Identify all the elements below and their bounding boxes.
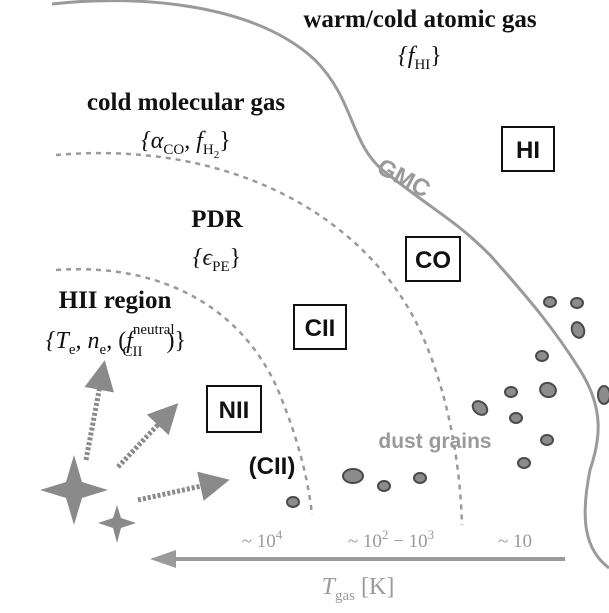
dust-grains-label: dust grains <box>378 430 491 453</box>
tick-label-1e4: ~ 104 <box>242 527 283 552</box>
dust-grain <box>543 296 557 308</box>
dust-grain <box>413 472 427 484</box>
dust-grain <box>377 480 391 492</box>
svg-text:HI: HI <box>516 137 540 164</box>
radiation-arrow <box>137 471 230 503</box>
atomic-gas-params: {fHI} <box>398 43 442 73</box>
pdr-title: PDR <box>191 206 243 233</box>
dust-grain <box>539 381 557 399</box>
species-box-nii: NII <box>206 385 262 433</box>
tick-label-10: ~ 10 <box>498 531 532 552</box>
small-star-icon <box>98 505 136 543</box>
svg-text:NII: NII <box>219 397 250 424</box>
dust-grain <box>504 386 518 398</box>
gmc-label: GMC <box>372 153 434 203</box>
molecular-gas-title: cold molecular gas <box>87 89 285 116</box>
dust-grain <box>342 468 364 484</box>
dust-grain <box>509 412 523 424</box>
hii-region-title: HII region <box>59 287 172 314</box>
dust-grain <box>570 321 586 339</box>
dust-grain <box>535 350 549 362</box>
gmc-boundary-line <box>51 0 609 570</box>
radiation-arrow <box>116 403 179 469</box>
dust-grain <box>517 457 531 469</box>
svg-text:CO: CO <box>415 247 451 274</box>
large-star-icon <box>40 455 108 525</box>
species-box-cii: CII <box>293 304 347 350</box>
atomic-gas-title: warm/cold atomic gas <box>303 6 537 33</box>
molecular-gas-params: {αCO, fH2} <box>141 128 231 161</box>
pdr-params: {ϵPE} <box>193 245 241 275</box>
axis-arrowhead <box>150 550 176 568</box>
radiation-arrow <box>83 360 114 461</box>
dust-grain <box>471 400 489 416</box>
cii-parenthetical-label: (CII) <box>249 453 296 480</box>
pdr-boundary-dashed <box>55 267 314 516</box>
tick-label-1e2-1e3: ~ 102 − 103 <box>348 527 434 552</box>
axis-label: Tgas [K] <box>322 574 395 604</box>
species-box-hi: HI <box>501 126 555 172</box>
svg-text:CII: CII <box>305 315 336 342</box>
dust-grain <box>570 297 584 309</box>
species-box-co: CO <box>405 236 461 282</box>
dust-grains <box>286 296 609 508</box>
radiation-arrows <box>83 360 230 503</box>
dust-grain <box>597 385 609 405</box>
dust-grain <box>286 496 300 508</box>
dust-grain <box>540 434 554 446</box>
